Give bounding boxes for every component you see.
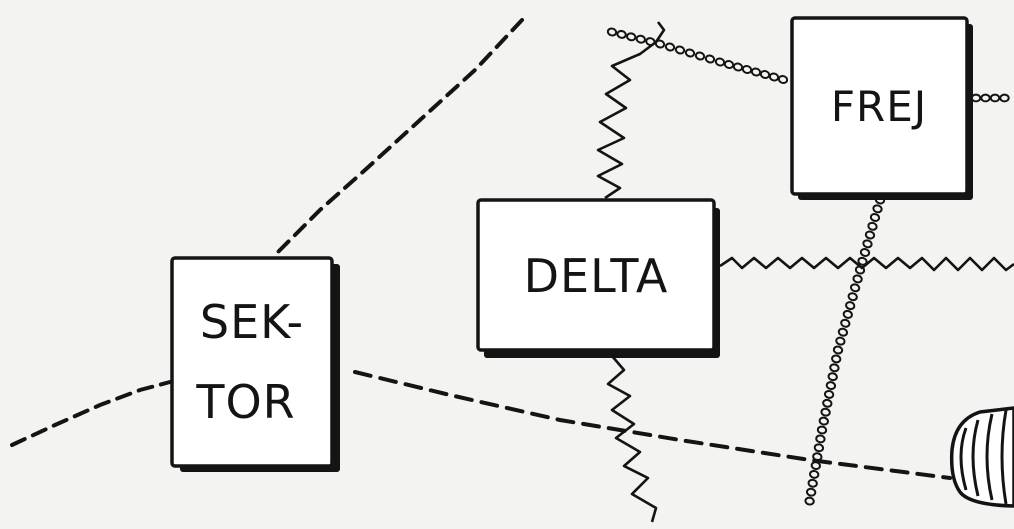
chain-bead bbox=[778, 75, 788, 84]
chain-bead bbox=[828, 373, 838, 381]
chain-bead bbox=[831, 355, 841, 363]
node-sektor-label-line2: TOR bbox=[195, 375, 295, 429]
chain-bead bbox=[742, 65, 752, 74]
chain-bead bbox=[853, 275, 863, 284]
chain-bead bbox=[830, 364, 840, 372]
chain-bead bbox=[843, 310, 853, 319]
chain-bead bbox=[865, 231, 875, 240]
link-zigzag-delta-down bbox=[608, 356, 656, 522]
node-frej: FREJ bbox=[792, 18, 973, 200]
chain-bead bbox=[870, 213, 880, 222]
chain-bead bbox=[751, 68, 761, 77]
chain-bead bbox=[826, 381, 836, 389]
node-delta-label: DELTA bbox=[524, 249, 669, 303]
chain-bead bbox=[724, 60, 734, 69]
chain-bead bbox=[972, 95, 980, 102]
chain-bead bbox=[817, 426, 826, 434]
chain-bead bbox=[811, 462, 820, 470]
chain-bead bbox=[685, 49, 695, 58]
chain-bead bbox=[850, 283, 860, 292]
chain-bead bbox=[617, 30, 627, 39]
chain-bead bbox=[848, 292, 858, 301]
chain-bead bbox=[715, 58, 725, 67]
link-zigzag-delta-up bbox=[598, 22, 664, 198]
chain-bead bbox=[805, 497, 814, 505]
chain-bead bbox=[840, 319, 850, 328]
chain-bead bbox=[806, 488, 815, 496]
chain-bead bbox=[665, 43, 675, 52]
chain-bead bbox=[860, 248, 870, 257]
link-dashed-sektor-left bbox=[12, 382, 170, 445]
chain-bead bbox=[873, 204, 883, 213]
node-sektor: SEK- TOR bbox=[172, 258, 340, 472]
chain-bead bbox=[675, 46, 685, 55]
chain-bead bbox=[636, 35, 646, 44]
chain-bead bbox=[607, 28, 617, 37]
chain-bead bbox=[835, 337, 845, 346]
chain-bead bbox=[769, 73, 779, 82]
chain-bead bbox=[981, 95, 989, 102]
chain-bead bbox=[991, 95, 999, 102]
chain-bead bbox=[705, 55, 715, 64]
chain-bead bbox=[824, 390, 834, 398]
link-chain-frej-right bbox=[972, 95, 1009, 102]
chain-bead bbox=[868, 222, 878, 231]
chain-bead bbox=[809, 470, 818, 478]
chain-bead bbox=[833, 346, 843, 354]
chain-bead bbox=[626, 32, 636, 41]
chain-bead bbox=[808, 479, 817, 487]
chain-bead bbox=[1000, 95, 1008, 102]
node-sektor-label-line1: SEK- bbox=[200, 295, 304, 349]
chain-bead bbox=[863, 239, 873, 248]
node-frej-label: FREJ bbox=[831, 82, 927, 131]
chain-bead bbox=[819, 417, 829, 425]
node-delta: DELTA bbox=[478, 200, 720, 358]
chain-bead bbox=[838, 328, 848, 337]
chain-bead bbox=[845, 301, 855, 310]
chain-bead bbox=[823, 399, 833, 407]
chain-bead bbox=[813, 453, 822, 461]
link-dashed-sektor-right bbox=[355, 372, 950, 478]
chain-bead bbox=[814, 444, 823, 452]
chain-bead bbox=[821, 408, 831, 416]
chain-bead bbox=[695, 52, 705, 61]
link-chain-frej-down bbox=[805, 196, 885, 506]
chain-bead bbox=[760, 70, 770, 79]
chain-bead bbox=[816, 435, 825, 443]
node-partial-bottom-right bbox=[952, 408, 1014, 506]
chain-bead bbox=[733, 63, 743, 72]
